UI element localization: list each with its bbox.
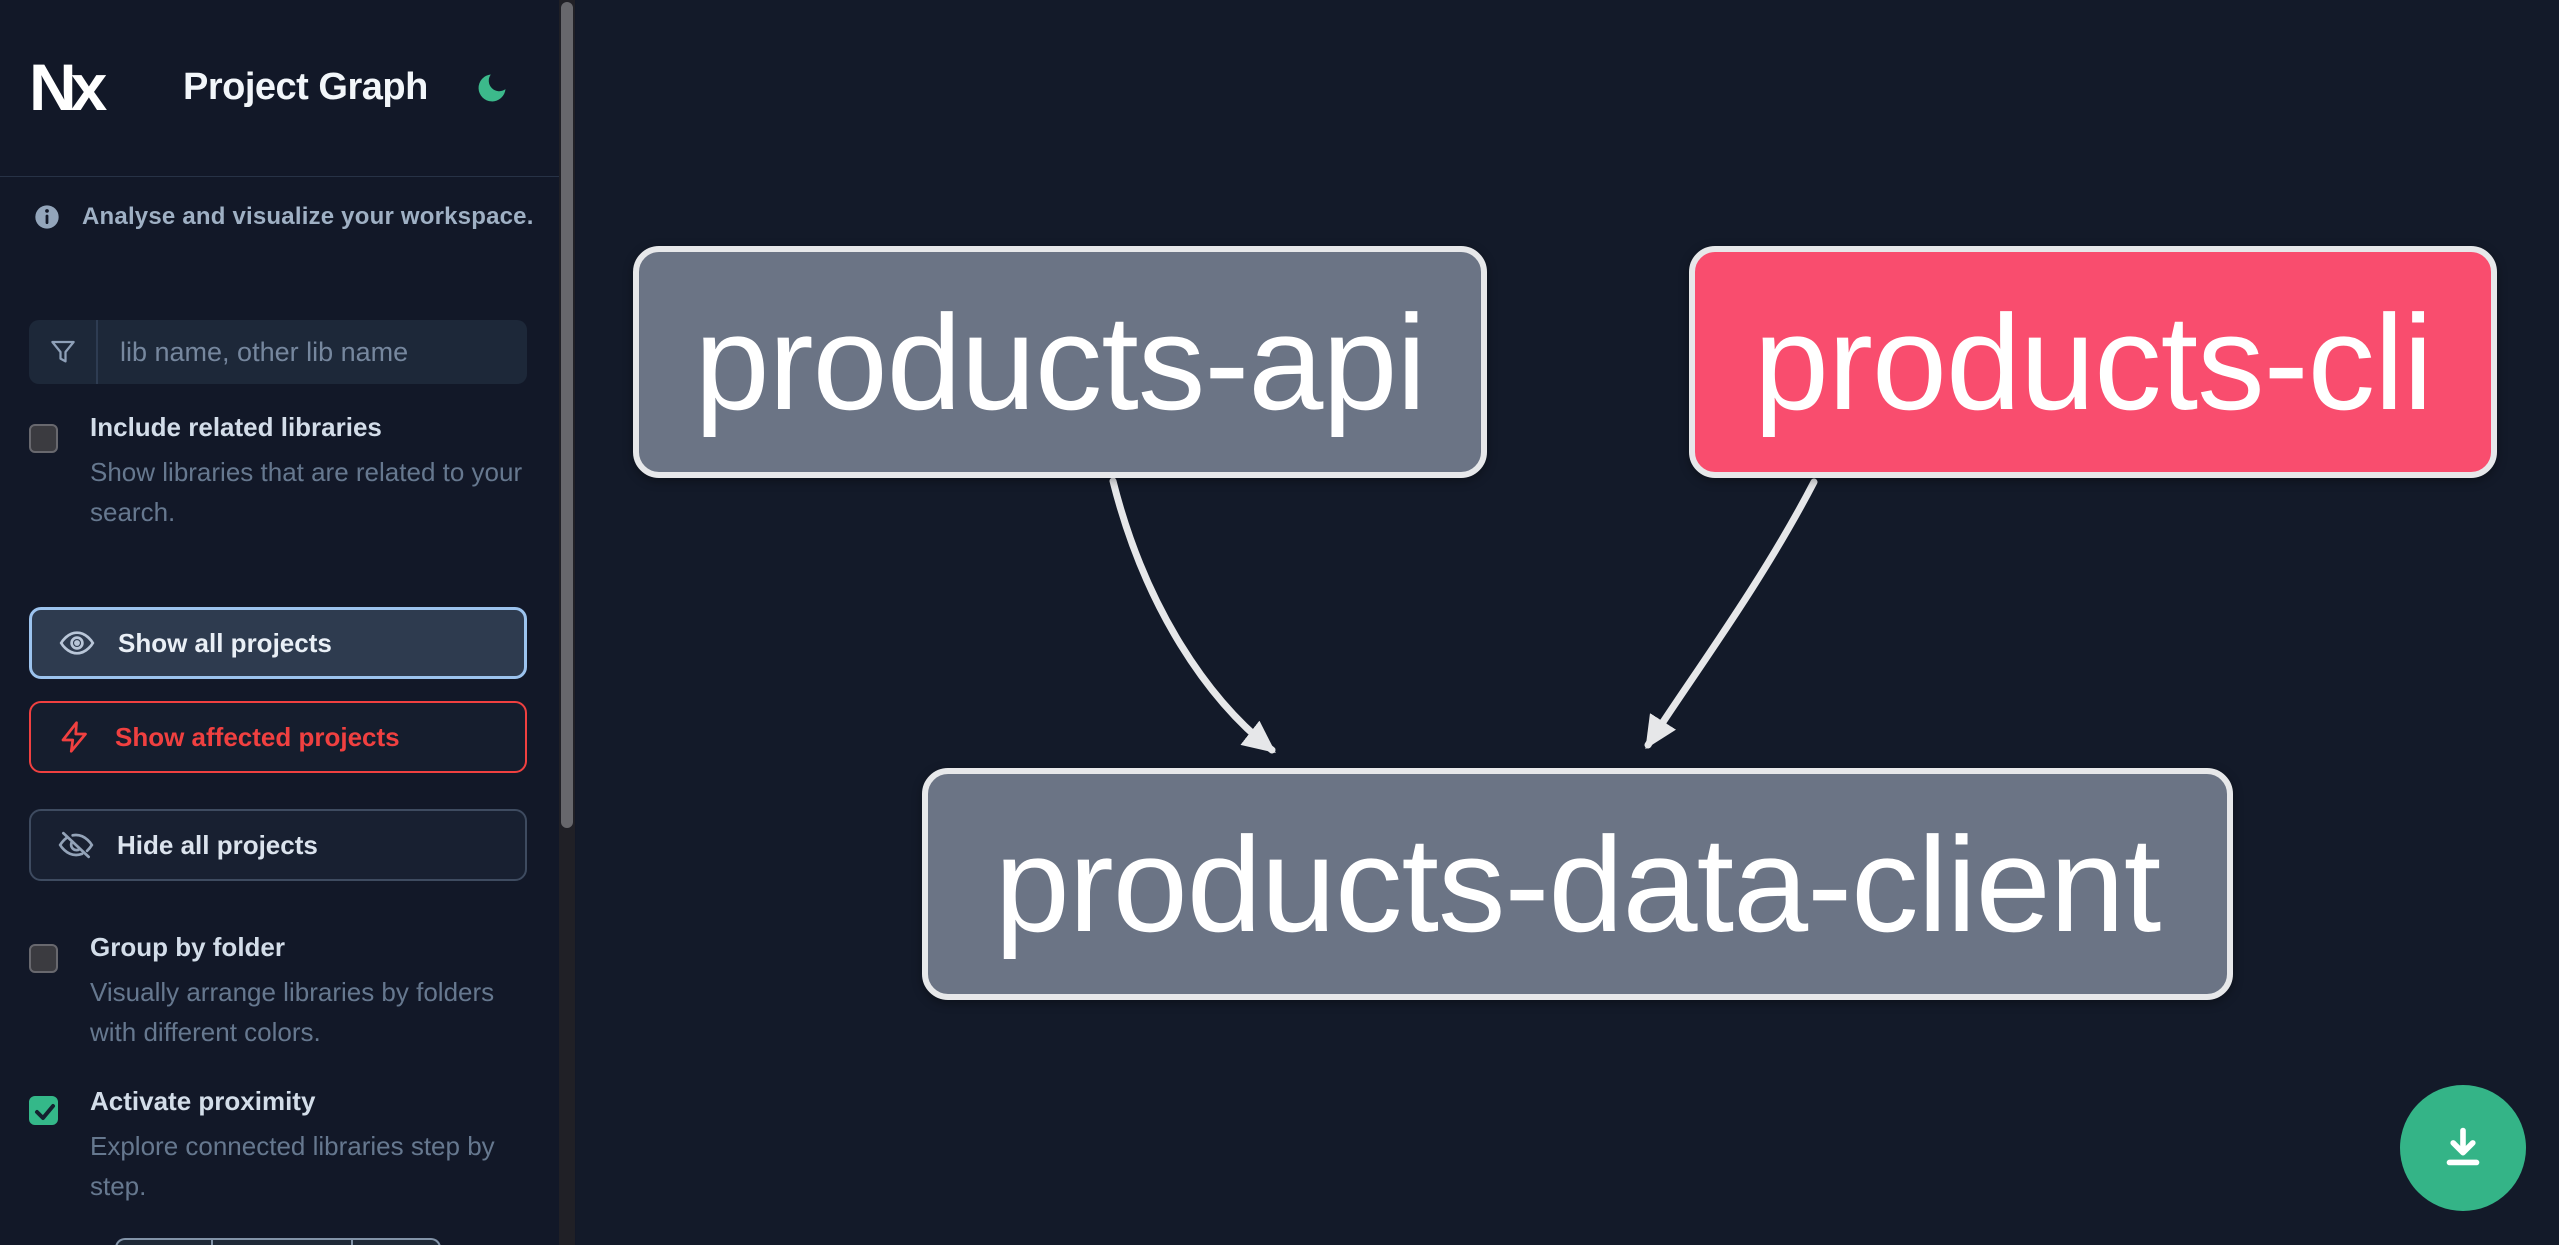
- graph-canvas[interactable]: [576, 0, 2559, 1245]
- search-input[interactable]: [98, 320, 527, 384]
- show-all-projects-button[interactable]: Show all projects: [29, 607, 527, 679]
- eye-icon: [59, 631, 95, 655]
- graph-node-products-api[interactable]: products-api: [633, 246, 1487, 478]
- checkbox-label-include-related[interactable]: Include related libraries: [90, 412, 382, 442]
- checkbox-desc-activate-proximity: Explore connected libraries step by step…: [90, 1131, 495, 1201]
- stepper-increment[interactable]: [351, 1240, 439, 1245]
- page-title: Project Graph: [183, 66, 428, 108]
- checkbox-label-activate-proximity[interactable]: Activate proximity: [90, 1086, 316, 1116]
- stepper-value: [211, 1240, 351, 1245]
- proximity-stepper-partial[interactable]: [115, 1238, 441, 1245]
- search-field: [29, 320, 527, 384]
- show-affected-projects-label: Show affected projects: [115, 721, 400, 752]
- info-icon: [33, 203, 61, 231]
- checkbox-label-group-by-folder[interactable]: Group by folder: [90, 932, 285, 962]
- graph-node-products-data-client[interactable]: products-data-client: [922, 768, 2233, 1000]
- download-image-button[interactable]: [2400, 1085, 2526, 1211]
- header-divider: [0, 176, 560, 177]
- funnel-icon: [29, 320, 98, 384]
- tagline: Analyse and visualize your workspace.: [82, 203, 534, 230]
- checkbox-activate-proximity[interactable]: [29, 1096, 58, 1125]
- checkbox-group-by-folder[interactable]: [29, 944, 58, 973]
- node-label: products-cli: [1753, 286, 2433, 438]
- checkbox-desc-include-related: Show libraries that are related to your …: [90, 457, 523, 527]
- show-affected-projects-button[interactable]: Show affected projects: [29, 701, 527, 773]
- node-label: products-data-client: [994, 808, 2162, 960]
- checkbox-include-related[interactable]: [29, 424, 58, 453]
- moon-icon[interactable]: [474, 70, 510, 106]
- eye-off-icon: [58, 831, 94, 859]
- sidebar-scrollbar-thumb[interactable]: [561, 2, 573, 828]
- hide-all-projects-label: Hide all projects: [117, 829, 318, 860]
- node-label: products-api: [694, 286, 1427, 438]
- nx-logo[interactable]: Nx: [29, 50, 107, 124]
- sidebar: Nx Project Graph Analyse and visualize y…: [0, 0, 576, 1245]
- stepper-decrement[interactable]: [117, 1240, 211, 1245]
- lightning-icon: [61, 721, 87, 753]
- graph-node-products-cli[interactable]: products-cli: [1689, 246, 2497, 478]
- show-all-projects-label: Show all projects: [118, 627, 332, 658]
- checkbox-desc-group-by-folder: Visually arrange libraries by folders wi…: [90, 977, 495, 1047]
- hide-all-projects-button[interactable]: Hide all projects: [29, 809, 527, 881]
- download-icon: [2446, 1127, 2480, 1166]
